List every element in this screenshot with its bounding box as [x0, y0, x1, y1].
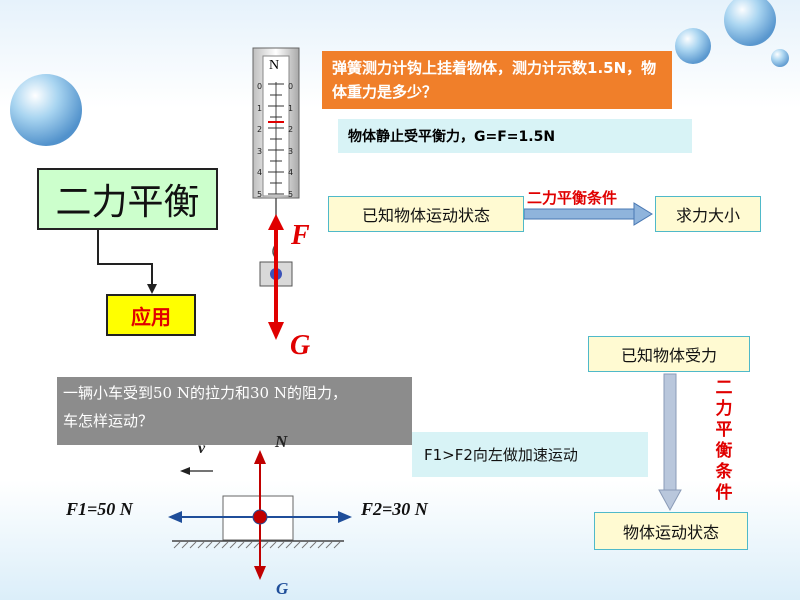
answer-text: 物体静止受平衡力，G=F=1.5N	[348, 129, 556, 145]
scale-ticks-left: 0 1 2 3 4 5	[257, 76, 262, 205]
car-f1-label: F1=50 N	[66, 499, 133, 519]
motion-state-box: 物体运动状态	[594, 512, 748, 550]
tick-label: 3	[257, 146, 263, 156]
tick-label: 2	[257, 125, 263, 134]
scale-force-arrows	[268, 214, 284, 340]
balance-condition-vertical-label: 二力平衡条件	[715, 378, 733, 503]
answer-box: 物体静止受平衡力，G=F=1.5N	[338, 119, 692, 153]
application-label: 应用	[131, 304, 171, 329]
spring-scale	[252, 47, 300, 287]
find-force-box: 求力大小	[655, 196, 761, 232]
car-question-box: 一辆小车受到50 N的拉力和30 N的阻力， 车怎样运动？	[57, 377, 412, 445]
tick-label: 2	[288, 125, 294, 134]
scale-ticks-right: 0 1 2 3 4 5	[288, 76, 293, 205]
car-diagram	[168, 450, 352, 580]
car-f2-label: F2=30 N	[361, 499, 428, 519]
title-box: 二力平衡	[37, 168, 218, 230]
force-g-label: G	[290, 330, 311, 361]
car-normal-force-label: N	[275, 432, 288, 451]
known-force-label: 已知物体受力	[620, 346, 717, 365]
motion-state-label: 物体运动状态	[622, 523, 719, 542]
bubble-large	[10, 74, 82, 146]
title-connector	[97, 230, 153, 290]
application-box: 应用	[106, 294, 196, 336]
known-motion-state-box: 已知物体运动状态	[328, 196, 524, 232]
car-question-line2: 车怎样运动？	[63, 412, 154, 430]
bubble-top-right	[724, 0, 776, 46]
tick-label: 0	[288, 82, 294, 91]
question-box: 弹簧测力计钩上挂着物体，测力计示数1.5N，物体重力是多少？	[322, 51, 672, 109]
question-text: 弹簧测力计钩上挂着物体，测力计示数1.5N，物体重力是多少？	[332, 59, 657, 101]
tick-label: 4	[288, 168, 294, 177]
acceleration-text: F1>F2向左做加速运动	[424, 446, 578, 464]
tick-label: 5	[288, 189, 294, 199]
condition-arrow	[523, 202, 653, 226]
page-title: 二力平衡	[55, 182, 200, 223]
tick-label: 1	[257, 103, 263, 113]
tick-label: 1	[288, 103, 294, 113]
tick-label: 5	[257, 189, 263, 199]
bubble-small	[771, 49, 789, 67]
bubble-right	[675, 28, 711, 64]
car-gravity-label: G	[276, 579, 289, 598]
known-force-box: 已知物体受力	[588, 336, 750, 372]
car-velocity-label: v	[198, 440, 206, 457]
car-question-line1: 一辆小车受到50 N的拉力和30 N的阻力，	[63, 384, 347, 402]
acceleration-box: F1>F2向左做加速运动	[412, 432, 648, 477]
force-f-label: F	[291, 220, 310, 251]
tick-label: 4	[257, 168, 263, 177]
scale-unit-label: N	[269, 58, 280, 73]
tick-label: 3	[288, 146, 294, 156]
tick-label: 0	[257, 82, 263, 91]
find-force-label: 求力大小	[675, 206, 740, 225]
vertical-condition-arrow	[658, 373, 682, 512]
known-motion-state-label: 已知物体运动状态	[361, 206, 490, 225]
balance-condition-label: 二力平衡条件	[527, 189, 618, 207]
